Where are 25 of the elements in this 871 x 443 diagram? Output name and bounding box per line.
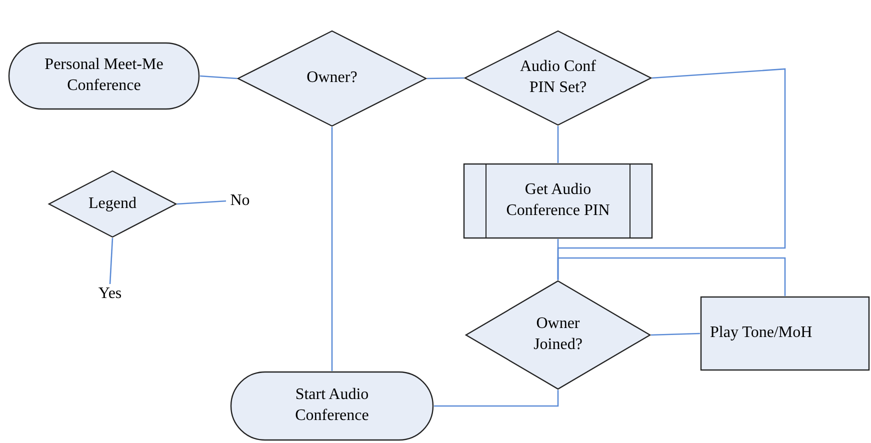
- node-label: Play Tone/MoH: [710, 323, 814, 344]
- legend-label: No: [226, 191, 254, 211]
- legend-label: Yes: [94, 284, 126, 304]
- decision-diamond: [465, 280, 651, 390]
- connector-line: [427, 77, 464, 80]
- connector-line: [557, 257, 786, 296]
- node-label: Audio Conf PIN Set?: [519, 57, 597, 98]
- node-label: Start Audio Conference: [294, 385, 370, 426]
- connector-line: [200, 75, 238, 80]
- connector-line: [109, 238, 114, 284]
- connector-line: [434, 390, 559, 407]
- node-label: Owner?: [306, 68, 358, 88]
- connector-line: [331, 127, 333, 371]
- connector-line: [176, 200, 226, 205]
- process-box: [700, 296, 870, 371]
- node-label: Get Audio Conference PIN: [506, 180, 610, 221]
- subprocess-box: [463, 163, 653, 239]
- connector-line: [650, 332, 700, 336]
- node-label: Owner Joined?: [532, 314, 584, 355]
- node-label: Legend: [88, 194, 138, 214]
- decision-diamond: [48, 170, 177, 238]
- decision-diamond: [464, 30, 652, 126]
- connector-line: [557, 126, 559, 163]
- decision-diamond: [237, 30, 427, 127]
- node-label: Personal Meet-Me Conference: [44, 55, 164, 96]
